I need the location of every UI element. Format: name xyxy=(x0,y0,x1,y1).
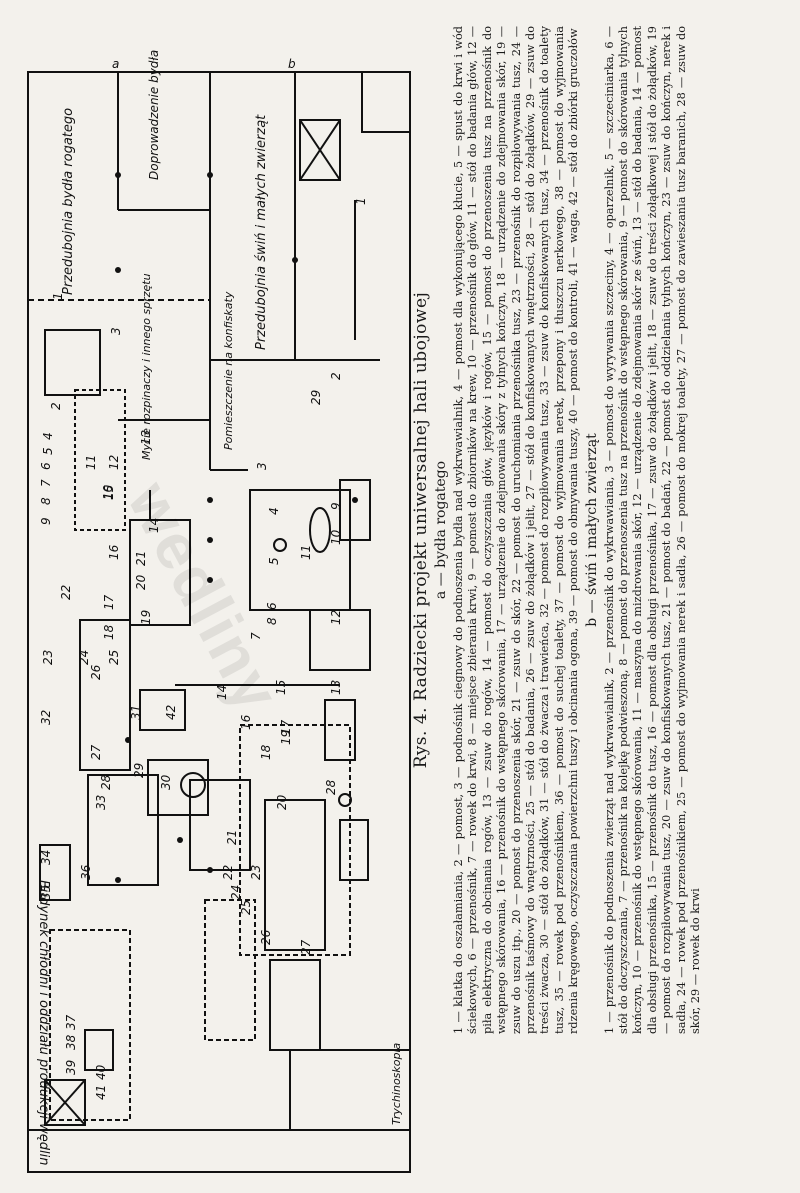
equipment-number-b-2: 2 xyxy=(329,372,343,380)
equipment-number-b-8: 8 xyxy=(265,617,279,625)
room-pomieszczenie: Pomieszczenie na konfiskaty xyxy=(222,291,235,450)
equipment-number-b-4: 4 xyxy=(267,507,281,515)
equipment-number-a-8: 8 xyxy=(39,497,53,505)
equipment-number-a-29: 29 xyxy=(132,763,146,778)
equipment-number-a-13: 13 xyxy=(139,430,153,445)
equipment-number-a-12: 12 xyxy=(107,455,121,470)
equipment-number-a-17: 17 xyxy=(102,594,116,610)
equipment-number-a-3: 3 xyxy=(109,327,123,335)
equipment-number-a-41: 41 xyxy=(94,1085,108,1100)
equipment-number-a-9: 9 xyxy=(39,517,53,525)
caption-legend-b: 1 — przenośnik do podnoszenia zwierząt n… xyxy=(602,26,703,1034)
equipment-number-a-35: 35 xyxy=(39,885,53,900)
equipment-number-b-13: 13 xyxy=(329,680,343,695)
equipment-number-a-31: 31 xyxy=(129,705,143,720)
equipment-number-b-9: 9 xyxy=(329,502,343,510)
equipment-number-b-11: 11 xyxy=(299,545,313,560)
equipment-number-a-28: 28 xyxy=(99,774,113,790)
equipment-number-b-20: 20 xyxy=(275,794,289,810)
equipment-number-b-14: 14 xyxy=(215,685,229,700)
equipment-number-a-19: 19 xyxy=(139,610,153,625)
equipment-number-b-16: 16 xyxy=(239,714,253,730)
equipment-number-b-3: 3 xyxy=(255,462,269,470)
equipment-number-b-23: 23 xyxy=(249,865,263,880)
equipment-number-a-32: 32 xyxy=(39,710,53,725)
room-przedubojnia-swin: Przedubojnia świń i małych zwierząt xyxy=(254,114,269,350)
equipment-number-a-37: 37 xyxy=(64,1014,78,1030)
equipment-number-b-27: 27 xyxy=(299,939,313,955)
equipment-number-a-23: 23 xyxy=(41,650,55,665)
equipment-number-a-22: 22 xyxy=(59,585,73,600)
equipment-number-a-6: 6 xyxy=(39,462,53,470)
equipment-number-a-10: 10 xyxy=(101,484,115,500)
equipment-number-b-5: 5 xyxy=(267,557,281,565)
room-trychinoskopia: Trychinoskopia xyxy=(390,1042,403,1125)
equipment-number-b-6: 6 xyxy=(265,602,279,610)
equipment-number-b-22: 22 xyxy=(221,865,235,880)
equipment-number-b-21: 21 xyxy=(225,830,239,845)
equipment-number-a-25: 25 xyxy=(107,650,121,665)
equipment-number-a-30: 30 xyxy=(159,774,173,790)
equipment-number-a-7: 7 xyxy=(39,479,53,487)
equipment-number-a-26: 26 xyxy=(89,664,103,680)
equipment-number-b-17: 17 xyxy=(279,719,293,735)
equipment-number-a-38: 38 xyxy=(64,1034,78,1050)
equipment-number-a-1: 1 xyxy=(51,292,65,300)
equipment-number-a-11: 11 xyxy=(84,455,98,470)
equipment-number-a-33: 33 xyxy=(94,795,108,810)
caption-section-a: a — bydła rogatego xyxy=(433,460,449,600)
equipment-number-b-29: 29 xyxy=(309,390,323,405)
equipment-number-b-26: 26 xyxy=(259,929,273,945)
room-doprowadzenie: Doprowadzenie bydła xyxy=(147,50,161,180)
equipment-number-b-10: 10 xyxy=(329,529,343,545)
equipment-number-b-12: 12 xyxy=(329,610,343,625)
equipment-number-a-24: 24 xyxy=(77,650,91,665)
equipment-number-b-1: 1 xyxy=(354,197,368,205)
marker-b: b xyxy=(288,57,296,71)
equipment-number-a-5: 5 xyxy=(41,447,55,455)
equipment-number-a-14: 14 xyxy=(147,518,161,533)
caption-title: Rys. 4. Radziecki projekt uniwersalnej h… xyxy=(411,291,431,769)
marker-a: a xyxy=(112,57,119,71)
equipment-number-a-18: 18 xyxy=(102,624,116,640)
equipment-number-b-25: 25 xyxy=(239,900,253,915)
equipment-number-a-42: 42 xyxy=(164,705,178,720)
equipment-number-a-4: 4 xyxy=(41,432,55,440)
equipment-number-a-21: 21 xyxy=(134,551,148,566)
room-budynek: Budynek chłodni i oddziału produkcji węd… xyxy=(36,880,51,1165)
equipment-number-a-2: 2 xyxy=(49,402,63,410)
equipment-number-b-24: 24 xyxy=(229,885,243,900)
equipment-number-a-34: 34 xyxy=(39,850,53,865)
equipment-number-a-15: 15 xyxy=(102,485,116,500)
equipment-number-b-15: 15 xyxy=(274,680,288,695)
caption-legend-a: 1 — klatka do oszałamiania, 2 — pomost, … xyxy=(452,26,581,1034)
equipment-number-a-27: 27 xyxy=(89,744,103,760)
room-przedubojnia-bydla: Przedubojnia bydła rogatego xyxy=(61,108,76,295)
equipment-number-b-18: 18 xyxy=(259,744,273,760)
equipment-number-a-20: 20 xyxy=(134,574,148,590)
equipment-number-a-40: 40 xyxy=(94,1064,108,1080)
caption-block: Rys. 4. Radziecki projekt uniwersalnej h… xyxy=(405,0,800,1060)
equipment-number-b-7: 7 xyxy=(249,632,263,640)
caption-section-b: b — świń i małych zwierząt xyxy=(583,433,600,627)
equipment-number-b-28: 28 xyxy=(324,779,338,795)
equipment-number-a-36: 36 xyxy=(79,864,93,880)
equipment-number-a-39: 39 xyxy=(64,1060,78,1075)
equipment-number-a-16: 16 xyxy=(107,544,121,560)
equipment-number-b-19: 19 xyxy=(279,730,293,745)
room-mycie: Mycie rozpinaczy i innego sprzętu xyxy=(140,273,153,460)
